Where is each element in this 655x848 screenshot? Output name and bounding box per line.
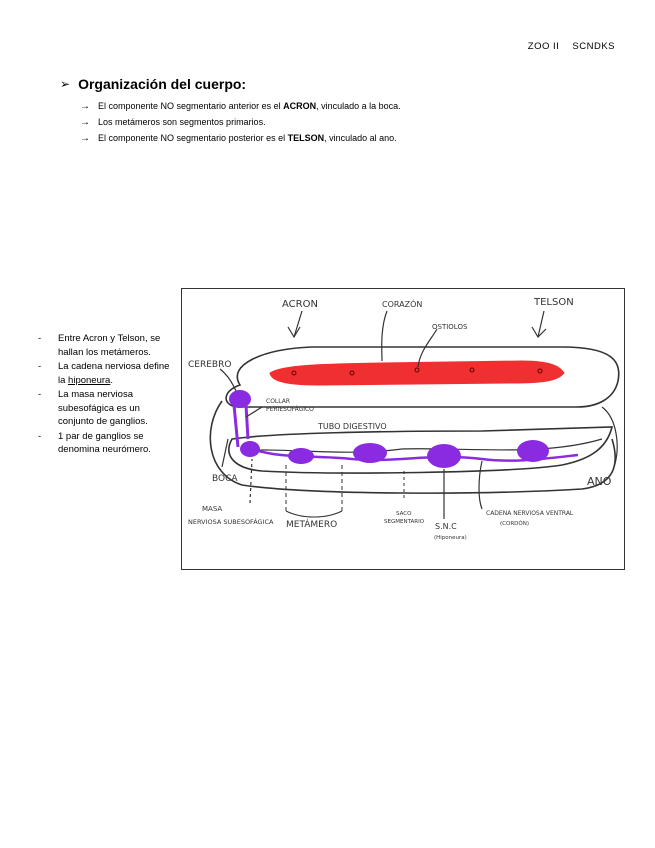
note-text: 1 par de ganglios se denomina neurómero. [58, 430, 178, 457]
list-item: → El componente NO segmentario posterior… [80, 130, 401, 146]
subesophageal-ganglion [240, 441, 260, 457]
header-course: ZOO II [528, 41, 560, 52]
label-cadena-nerviosa-ventral: CADENA NERVIOSA VENTRAL [486, 510, 574, 517]
label-collar-periesofagico: PERIESOFÁGICO [266, 406, 314, 413]
section-heading: ➢ Organización del cuerpo: [60, 76, 246, 92]
section-title: Organización del cuerpo: [78, 76, 246, 92]
label-snc-hiponeura: (Hiponeura) [434, 535, 467, 541]
arrow-right-icon: → [80, 101, 98, 112]
point-text: El componente NO segmentario posterior e… [98, 133, 397, 143]
ganglion [427, 444, 461, 468]
ganglion [353, 443, 387, 463]
body-lower-outline [210, 401, 615, 493]
periesophageal-collar [234, 405, 248, 447]
section-points: → El componente NO segmentario anterior … [80, 98, 401, 146]
list-item: - La masa nerviosa subesofágica es un co… [38, 388, 178, 429]
page-header: ZOO II SCNDKS [518, 41, 615, 52]
side-notes: - Entre Acron y Telson, se hallan los me… [38, 332, 178, 458]
label-ostiolos: OSTIOLOS [432, 323, 468, 331]
label-collar: COLLAR [266, 398, 290, 405]
body-organization-diagram: ACRON CORAZÓN TELSON OSTIOLOS CEREBRO CO… [181, 288, 625, 570]
label-masa: MASA [202, 505, 222, 513]
label-acron: ACRON [282, 299, 318, 310]
list-item: → Los metámeros son segmentos primarios. [80, 114, 401, 130]
list-item: - La cadena nerviosa define la hiponeura… [38, 360, 178, 387]
arrowhead-bullet-icon: ➢ [60, 77, 70, 91]
point-text: El componente NO segmentario anterior es… [98, 101, 401, 111]
list-item: - 1 par de ganglios se denomina neurómer… [38, 430, 178, 457]
heart-vessel [270, 361, 564, 385]
label-snc: S.N.C [435, 522, 457, 531]
note-text: La cadena nerviosa define la hiponeura. [58, 360, 178, 387]
label-corazon: CORAZÓN [382, 298, 422, 309]
label-ano: ANO [587, 475, 612, 488]
ganglion [517, 440, 549, 462]
list-item: → El componente NO segmentario anterior … [80, 98, 401, 114]
point-text: Los metámeros son segmentos primarios. [98, 117, 266, 127]
ganglion [288, 448, 314, 464]
label-saco-segmentario: SEGMENTARIO [384, 519, 425, 525]
brain-ganglion [229, 390, 251, 408]
note-text: La masa nerviosa subesofágica es un conj… [58, 388, 178, 429]
label-boca: BOCA [212, 474, 238, 484]
label-tubo-digestivo: TUBO DIGESTIVO [317, 422, 387, 431]
label-metamero: METÁMERO [286, 518, 337, 530]
diagram-svg: ACRON CORAZÓN TELSON OSTIOLOS CEREBRO CO… [182, 289, 626, 571]
arrow-right-icon: → [80, 133, 98, 144]
label-saco: SACO [396, 511, 412, 517]
label-cerebro: CEREBRO [188, 360, 231, 370]
arrow-right-icon: → [80, 117, 98, 128]
list-item: - Entre Acron y Telson, se hallan los me… [38, 332, 178, 359]
label-cordon: (CORDÓN) [500, 520, 529, 527]
label-telson: TELSON [533, 297, 574, 308]
header-code: SCNDKS [572, 41, 615, 52]
hiponeura-link[interactable]: hiponeura [68, 375, 110, 386]
label-masa-nerviosa-subesofagica: NERVIOSA SUBESOFÁGICA [188, 517, 274, 526]
note-text: Entre Acron y Telson, se hallan los metá… [58, 332, 178, 359]
